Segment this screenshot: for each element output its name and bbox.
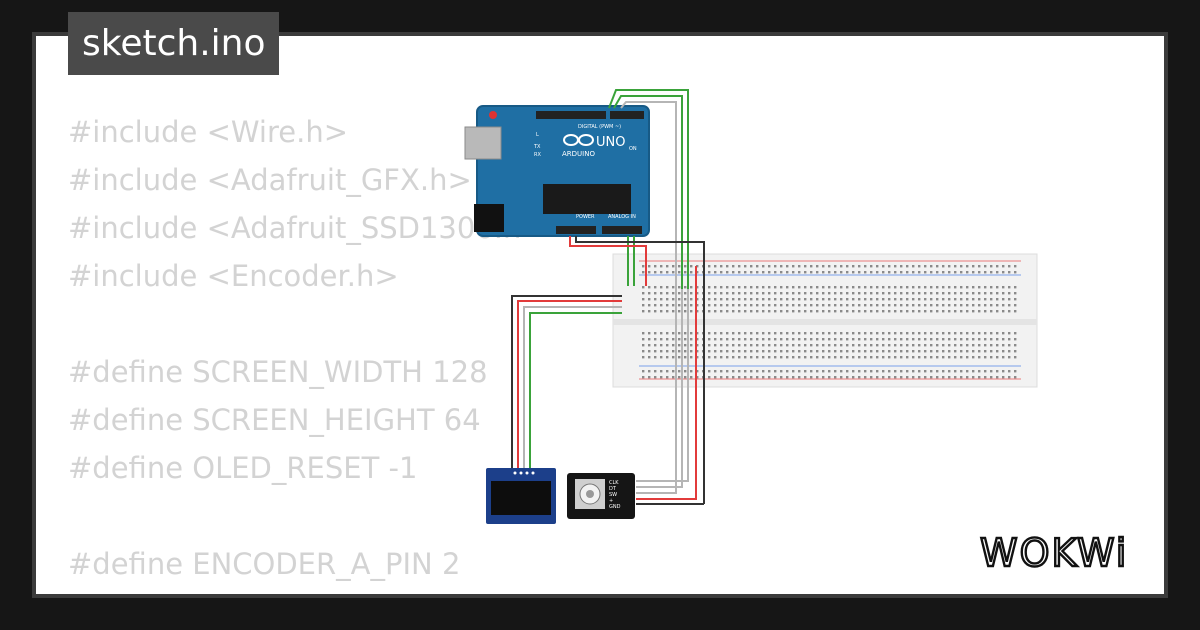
oled-display[interactable] <box>486 468 556 524</box>
breadboard-holes <box>642 265 1017 379</box>
tx-label: TX <box>533 144 541 150</box>
oled-screen <box>491 481 551 515</box>
simulation-canvas[interactable]: #include <Wire.h> #include <Adafruit_GFX.… <box>36 36 1164 594</box>
rx-label: RX <box>534 152 541 158</box>
code-line: #define OLED_RESET -1 <box>68 451 418 485</box>
arduino-logo-icon <box>563 134 594 146</box>
code-line: #define ENCODER_A_PIN 2 <box>68 547 461 581</box>
arduino-uno[interactable]: ARDUINO UNO DIGITAL (PWM ~) POWER ANALOG… <box>464 105 650 237</box>
encoder-pin-label: + <box>609 498 613 504</box>
encoder-pin-label: CLK <box>609 480 619 486</box>
atmega-chip <box>543 184 631 214</box>
arduino-model-text: UNO <box>596 135 625 150</box>
wires[interactable] <box>511 89 705 505</box>
code-line: #include <Encoder.h> <box>68 259 399 293</box>
encoder-pin-label: SW <box>609 492 617 498</box>
on-label: ON <box>629 146 637 152</box>
analog-label: ANALOG IN <box>608 214 636 220</box>
wokwi-logo-text: WOKWi <box>980 531 1128 575</box>
power-jack <box>474 204 504 232</box>
digital-header <box>610 111 644 119</box>
file-tab[interactable]: sketch.ino <box>68 12 280 75</box>
power-header <box>556 226 596 234</box>
usb-port <box>464 126 502 160</box>
arduino-brand-text: ARDUINO <box>562 150 595 158</box>
circuit-diagram: ARDUINO UNO DIGITAL (PWM ~) POWER ANALOG… <box>464 89 1038 524</box>
breadboard[interactable] <box>612 253 1038 388</box>
code-line: #include <Adafruit_GFX.h> <box>68 163 472 197</box>
analog-header <box>602 226 642 234</box>
power-label: POWER <box>576 214 595 220</box>
wokwi-logo: WOKWi <box>979 530 1128 576</box>
code-preview: #include <Wire.h> #include <Adafruit_GFX.… <box>68 108 546 594</box>
digital-label: DIGITAL (PWM ~) <box>578 124 621 130</box>
encoder-pin-label: DT <box>609 486 617 492</box>
l-label: L <box>536 132 539 138</box>
code-line: #define SCREEN_HEIGHT 64 <box>68 403 481 437</box>
encoder-pin-label: GND <box>609 504 621 510</box>
code-line: #include <Wire.h> <box>68 115 349 149</box>
digital-header-2 <box>536 111 606 119</box>
code-line: #define SCREEN_WIDTH 128 <box>68 355 488 389</box>
reset-button[interactable] <box>489 111 497 119</box>
